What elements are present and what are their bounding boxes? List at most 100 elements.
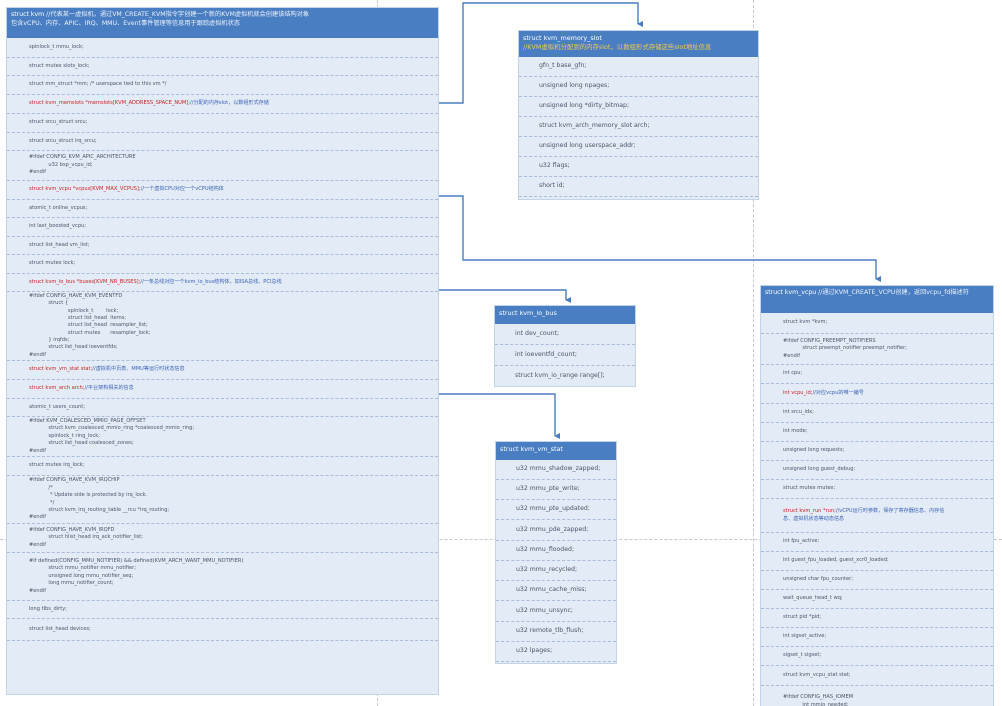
struct-kvm-vm-stat-field-text: u32 mmu_unsync;	[516, 606, 573, 614]
struct-kvm-field-text: #ifdef CONFIG_HAVE_KVM_IRQCHIP /* * Upda…	[29, 477, 170, 521]
struct-kvm-field-text: #ifdef CONFIG_HAVE_KVM_EVENTFD struct { …	[29, 292, 151, 358]
struct-kvm-vcpu-field-text: int mode;	[783, 428, 808, 435]
struct-kvm-vm-stat-field-text: u32 mmu_cache_miss;	[516, 586, 587, 593]
struct-kvm-vm-stat-field-row: u32 mmu_shadow_zapped;	[496, 460, 616, 480]
struct-kvm-io-bus-field-row: int dev_count;	[495, 324, 635, 345]
struct-kvm-vcpu-field-row: #ifdef CONFIG_PREEMPT_NOTIFIERS struct p…	[761, 334, 993, 365]
struct-kvm-vm-stat-field-row: u32 mmu_pde_zapped;	[496, 520, 616, 541]
struct-kvm-vcpu-field-text: wait_queue_head_t wq;	[783, 595, 843, 602]
struct-kvm-vm-stat-field-row: u32 mmu_cache_miss;	[496, 581, 616, 601]
struct-kvm-vm-stat-field-text: u32 lpages;	[516, 647, 553, 654]
struct-kvm-field-text: struct list_head vm_list;	[29, 241, 90, 248]
page-guide-vertical	[753, 0, 754, 706]
struct-kvm-field-row: #ifdef CONFIG_KVM_APIC_ARCHITECTURE u32 …	[7, 151, 438, 181]
struct-kvm-vcpu-comment: //通过KVM_CREATE_VCPU创建，返回vcpu_fd描述符	[818, 289, 969, 296]
struct-kvm-header: struct kvm //代表某一虚拟机，通过VM_CREATE_KVM指令字创…	[7, 8, 438, 38]
struct-kvm-memory-slot-field-text: short id;	[539, 182, 565, 189]
struct-kvm-vcpu-field-comment: //对应vcpu的唯一编号	[812, 389, 864, 396]
struct-kvm-vm-stat-field-text: u32 remote_tlb_flush;	[516, 627, 584, 634]
struct-kvm-field-row: #ifdef KVM_COALESCED_MMIO_PAGE_OFFSET st…	[7, 417, 438, 457]
struct-kvm-memory-slot-title: struct kvm_memory_slot	[523, 34, 602, 42]
struct-kvm-memory-slot-field-text: unsigned long *dirty_bitmap;	[539, 102, 630, 109]
struct-kvm-field-row: struct srcu_struct srcu;	[7, 114, 438, 133]
struct-kvm-field-text: #ifdef CONFIG_HAVE_KVM_IRQFD struct hlis…	[29, 526, 143, 548]
struct-kvm-field-row: struct mutex lock;	[7, 255, 438, 274]
struct-kvm-vcpu-field-row: int srcu_idx;	[761, 404, 993, 423]
struct-kvm-vcpu-field-text: int sigset_active;	[783, 633, 827, 640]
struct-kvm-field-text: struct kvm_memslots *memslots[KVM_ADDRES…	[29, 100, 191, 107]
struct-kvm-io-bus-field-text: int dev_count;	[515, 329, 560, 337]
struct-kvm-field-row: atomic_t online_vcpus;	[7, 200, 438, 218]
struct-kvm-fields: spinlock_t mmu_lock;struct mutex slots_l…	[7, 38, 438, 641]
struct-kvm-vm-stat-field-text: u32 mmu_pde_zapped;	[516, 525, 589, 533]
struct-kvm-vcpu-field-row: unsigned long requests;	[761, 442, 993, 461]
struct-kvm-vcpu-field-row: int fpu_active;	[761, 533, 993, 552]
struct-kvm-field-text: #ifdef KVM_COALESCED_MMIO_PAGE_OFFSET st…	[29, 418, 195, 454]
struct-kvm-vcpu-field-text: unsigned char fpu_counter;	[783, 576, 853, 583]
struct-kvm-field-row: spinlock_t mmu_lock;	[7, 38, 438, 58]
struct-kvm-vm-stat-field-row: u32 mmu_pte_updated;	[496, 500, 616, 520]
struct-kvm-field-text: atomic_t online_vcpus;	[29, 204, 88, 211]
struct-kvm-field-text: struct kvm_io_bus *buses[KVM_NR_BUSES];	[29, 278, 141, 285]
struct-kvm-vcpu-field-text: struct kvm_vcpu_stat stat;	[783, 671, 851, 678]
struct-kvm-field-row: struct list_head vm_list;	[7, 237, 438, 255]
struct-kvm-vm-stat-field-text: u32 mmu_pte_write;	[516, 485, 580, 492]
struct-kvm-vcpu-field-row: #ifdef CONFIG_HAS_IOMEM int mmio_needed;…	[761, 686, 993, 706]
struct-kvm-memory-slot-field-text: gfn_t base_gfn;	[539, 62, 587, 69]
struct-kvm-memory-slot-field-row: u32 flags;	[519, 157, 758, 177]
struct-kvm-field-text: struct kvm_arch arch;	[29, 385, 85, 392]
vcpus-to-kvm-vcpu-connector	[439, 195, 881, 282]
struct-kvm-vm-stat-field-row: u32 mmu_recycled;	[496, 561, 616, 581]
struct-kvm-field-text: struct mutex lock;	[29, 260, 76, 267]
struct-kvm-box: struct kvm //代表某一虚拟机，通过VM_CREATE_KVM指令字创…	[6, 7, 439, 695]
struct-kvm-memory-slot-comment: //KVM虚拟机分配到的内存slot，以数组形式存储这些slot地址信息	[523, 43, 712, 52]
struct-kvm-field-text: #if defined(CONFIG_MMU_NOTIFIER) && defi…	[29, 558, 244, 594]
struct-kvm-vcpu-field-row: int sigset_active;	[761, 628, 993, 647]
struct-kvm-vcpu-field-text: unsigned long guest_debug;	[783, 466, 856, 473]
struct-kvm-vm-stat-field-text: u32 mmu_flooded;	[516, 546, 575, 553]
struct-kvm-vm-stat-title: struct kvm_vm_stat	[500, 445, 563, 453]
struct-kvm-memory-slot-field-row: unsigned long userspace_addr;	[519, 137, 758, 157]
struct-kvm-vcpu-field-text: int fpu_active;	[783, 538, 820, 545]
struct-kvm-field-comment: //平台架构相关的信息	[84, 385, 134, 392]
struct-kvm-memory-slot-field-text: u32 flags;	[539, 162, 570, 169]
struct-kvm-memory-slot-field-text: struct kvm_arch_memory_slot arch;	[539, 122, 650, 129]
struct-kvm-memory-slot-field-text: unsigned long npages;	[539, 82, 610, 89]
struct-kvm-memory-slot-header: struct kvm_memory_slot //KVM虚拟机分配到的内存slo…	[519, 31, 758, 57]
struct-kvm-memory-slot-field-text: unsigned long userspace_addr;	[539, 142, 636, 149]
struct-kvm-vcpu-field-row: struct mutex mutex;	[761, 480, 993, 499]
struct-kvm-vcpu-field-row: unsigned char fpu_counter;	[761, 571, 993, 590]
struct-kvm-vcpu-field-text: int vcpu_id;	[783, 389, 813, 396]
struct-kvm-vcpu-field-text: struct pid *pid;	[783, 614, 822, 621]
struct-kvm-vcpu-field-text: int guest_fpu_loaded, guest_xcr0_loaded;	[783, 557, 889, 564]
struct-kvm-field-text: atomic_t users_count;	[29, 403, 85, 410]
struct-kvm-vm-stat-fields: u32 mmu_shadow_zapped; u32 mmu_pte_write;…	[496, 460, 616, 662]
struct-kvm-memory-slot-field-row: unsigned long *dirty_bitmap;	[519, 97, 758, 117]
struct-kvm-vcpu-field-row: unsigned long guest_debug;	[761, 461, 993, 480]
struct-kvm-vcpu-field-row: int mode;	[761, 423, 993, 442]
struct-kvm-field-row: struct kvm_memslots *memslots[KVM_ADDRES…	[7, 95, 438, 114]
struct-kvm-field-text: struct srcu_struct srcu;	[29, 119, 88, 126]
struct-kvm-field-row: struct kvm_arch arch;//平台架构相关的信息	[7, 380, 438, 399]
struct-kvm-field-text: struct mm_struct *mm; /* userspace tied …	[29, 81, 167, 88]
struct-kvm-field-row: struct kvm_vm_stat stat;//虚拟机中页表、MMU等运行时…	[7, 361, 438, 380]
struct-kvm-field-text: struct mutex irq_lock;	[29, 462, 85, 469]
struct-kvm-vcpu-field-text: struct mutex mutex;	[783, 485, 836, 492]
struct-kvm-vcpu-header: struct kvm_vcpu //通过KVM_CREATE_VCPU创建，返回…	[761, 286, 993, 313]
struct-kvm-field-row: int last_boosted_vcpu;	[7, 218, 438, 237]
struct-kvm-vm-stat-field-row: u32 mmu_pte_write;	[496, 480, 616, 500]
struct-kvm-field-row: #ifdef CONFIG_HAVE_KVM_IRQCHIP /* * Upda…	[7, 476, 438, 524]
struct-kvm-memory-slot-fields: gfn_t base_gfn; unsigned long npages; unsi…	[519, 57, 758, 197]
struct-kvm-io-bus-field-text: int ioeventfd_count;	[515, 350, 577, 358]
struct-kvm-field-comment: //一个虚拟CPU对应一个vCPU结构体	[140, 186, 224, 193]
struct-kvm-field-text: struct kvm_vcpu *vcpus[KVM_MAX_VCPUS];	[29, 186, 141, 193]
struct-kvm-memory-slot-field-row: short id;	[519, 177, 758, 197]
struct-kvm-field-row: struct mutex slots_lock;	[7, 58, 438, 76]
struct-kvm-vcpu-field-text: unsigned long requests;	[783, 447, 845, 454]
struct-kvm-field-row: struct mutex irq_lock;	[7, 457, 438, 476]
struct-kvm-vcpu-field-text: #ifdef CONFIG_HAS_IOMEM int mmio_needed;…	[783, 694, 854, 706]
struct-kvm-vcpu-field-row: sigset_t sigset;	[761, 647, 993, 666]
struct-kvm-vcpu-field-row: int guest_fpu_loaded, guest_xcr0_loaded;	[761, 552, 993, 571]
struct-kvm-field-row: struct list_head devices;	[7, 619, 438, 641]
struct-kvm-vcpu-field-row: wait_queue_head_t wq;	[761, 590, 993, 609]
